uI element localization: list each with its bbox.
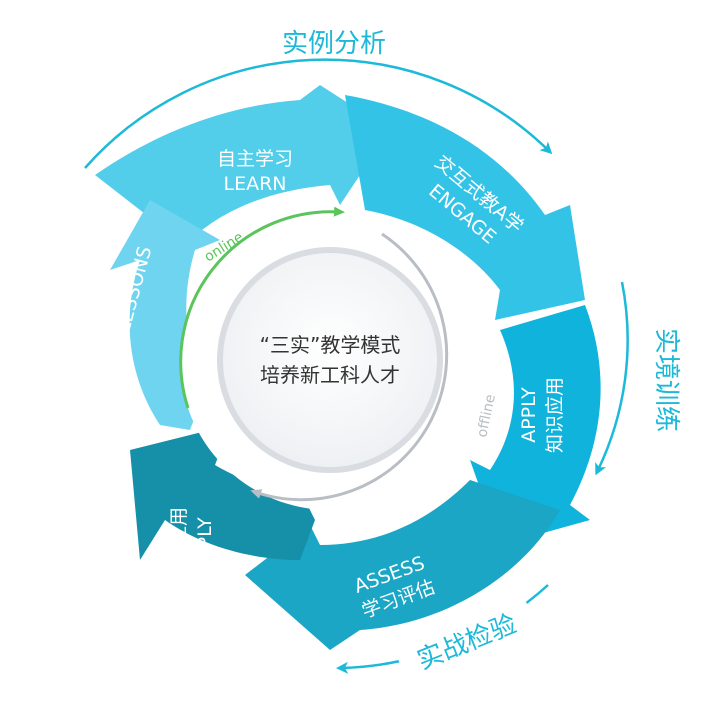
- create-label-2: APPLY: [194, 517, 216, 573]
- outer-label-right-bg: [650, 310, 684, 450]
- outer-label-bottom-bg: [395, 599, 538, 684]
- create-apply-segment: [130, 425, 315, 560]
- center-line-2: 培养新工科人才: [260, 363, 400, 387]
- apply-knowledge-segment: [470, 305, 601, 545]
- offline-label: offline: [474, 393, 499, 439]
- online-arc: [179, 206, 345, 409]
- create-label-1: 创新应用: [168, 507, 190, 583]
- center-disc: [217, 247, 443, 473]
- apply-label-2: 知识应用: [544, 377, 566, 453]
- engage-segment: [345, 95, 585, 320]
- learn-label-2: LEARN: [223, 173, 286, 195]
- outer-arc-top: [84, 58, 553, 169]
- outer-label-bottom: 实战检验: [413, 609, 521, 676]
- segment-shapes: [95, 85, 601, 650]
- offline-arc: [250, 232, 449, 502]
- outer-label-top: 实例分析: [282, 29, 386, 59]
- center-line-1: “三实”教学模式: [260, 333, 401, 357]
- learn-segment: [95, 85, 390, 245]
- learn-label-1: 自主学习: [217, 148, 293, 170]
- assess-segment: [245, 480, 560, 650]
- outer-arc-right: [595, 281, 629, 476]
- apply-label-1: APPLY: [518, 387, 540, 443]
- outer-label-top-bg: [265, 24, 405, 58]
- outer-label-right: 实境训练: [651, 328, 681, 432]
